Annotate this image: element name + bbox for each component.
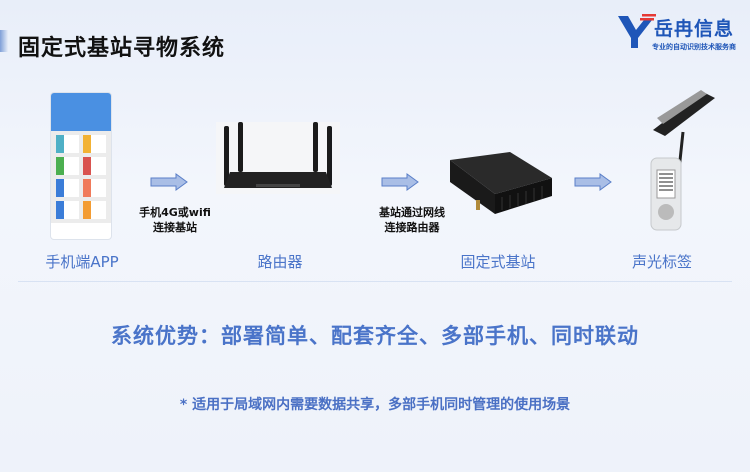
edge-note-base-router: 基站通过网线 连接路由器 — [352, 205, 472, 235]
edge-note-line: 手机4G或wifi — [139, 206, 211, 219]
sound-light-tag-image — [650, 90, 715, 231]
node-label-base-station: 固定式基站 — [460, 253, 536, 271]
arrow-right-icon — [150, 173, 188, 191]
node-label-router: 路由器 — [257, 253, 303, 271]
logo-y-icon — [618, 14, 656, 48]
phone-app-image — [50, 92, 112, 240]
logo-slogan: 专业的自动识别技术服务商 — [652, 43, 736, 51]
node-label-tag: 声光标签 — [631, 253, 692, 271]
logo-brand: 岳冉信息 — [654, 18, 735, 40]
edge-note-line: 基站通过网线 — [379, 206, 445, 219]
base-station-image — [450, 152, 552, 214]
footnote-text: * 适用于局域网内需要数据共享，多部手机同时管理的使用场景 — [179, 397, 571, 413]
page-title: 固定式基站寻物系统 — [18, 36, 226, 61]
edge-note-phone-base: 手机4G或wifi 连接基站 — [115, 205, 235, 235]
company-logo: 岳冉信息 专业的自动识别技术服务商 — [618, 10, 748, 56]
advantages-text: 系统优势：部署简单、配套齐全、多部手机、同时联动 — [111, 324, 639, 348]
node-label-phone-app: 手机端APP — [45, 253, 119, 271]
router-image — [216, 122, 340, 194]
edge-note-line: 连接基站 — [153, 221, 197, 234]
divider — [18, 281, 732, 282]
arrow-right-icon — [574, 173, 612, 191]
edge-note-line: 连接路由器 — [384, 221, 440, 234]
title-accent-bar — [0, 30, 8, 52]
arrow-right-icon — [381, 173, 419, 191]
